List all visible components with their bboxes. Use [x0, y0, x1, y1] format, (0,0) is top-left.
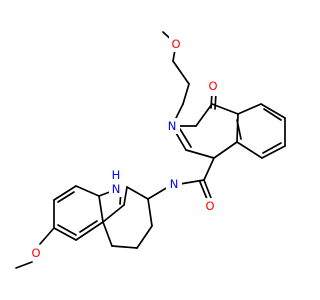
svg-text:O: O	[31, 246, 40, 260]
bond	[102, 221, 113, 247]
atom-labels: O O N O N H N O	[28, 36, 221, 261]
svg-text:O: O	[171, 37, 180, 51]
atom-n-ring: N	[164, 118, 180, 134]
bond	[261, 145, 286, 159]
bond-lines	[15, 31, 286, 269]
svg-text:O: O	[205, 199, 214, 213]
bond	[98, 195, 104, 223]
atom-o-methoxy-top: O	[169, 36, 183, 52]
bond	[111, 245, 138, 249]
atom-o-methoxy-bottom: O	[28, 245, 44, 261]
bond	[182, 83, 190, 105]
bond	[102, 204, 125, 223]
svg-text:N: N	[170, 177, 179, 191]
atom-o-carbonyl-ring: O	[205, 79, 221, 96]
bond	[185, 149, 215, 159]
bond	[236, 141, 263, 159]
atom-nh-indole: H N	[109, 168, 123, 197]
bond	[260, 103, 286, 119]
svg-text:H: H	[112, 168, 121, 182]
bond	[147, 198, 153, 227]
bond	[136, 225, 153, 249]
bond	[262, 142, 282, 154]
bond	[236, 113, 239, 143]
bond	[172, 60, 190, 85]
svg-text:O: O	[208, 79, 217, 93]
bond	[126, 186, 149, 200]
molecule-structure-diagram: O O N O N H N O	[15, 31, 286, 269]
bond	[203, 179, 212, 199]
atom-o-amide: O	[202, 198, 218, 214]
svg-text:N: N	[112, 182, 121, 196]
bond	[39, 227, 55, 245]
bond	[199, 181, 208, 200]
bond	[203, 157, 215, 181]
svg-text:N: N	[168, 119, 177, 133]
bond	[75, 185, 100, 197]
bond	[147, 186, 169, 200]
bond	[237, 103, 262, 115]
bond	[123, 186, 128, 206]
bond	[75, 221, 104, 241]
bond	[213, 141, 238, 159]
bond	[195, 103, 213, 127]
bond	[57, 224, 77, 236]
bond	[179, 128, 192, 148]
bond	[179, 179, 205, 185]
bond	[236, 119, 242, 140]
bond	[15, 261, 33, 269]
bond	[79, 220, 98, 233]
bond	[263, 108, 282, 121]
bond	[53, 227, 77, 241]
atom-n-amide: N	[166, 176, 182, 192]
bond	[53, 185, 77, 201]
bond	[57, 191, 75, 203]
bond	[211, 103, 239, 115]
